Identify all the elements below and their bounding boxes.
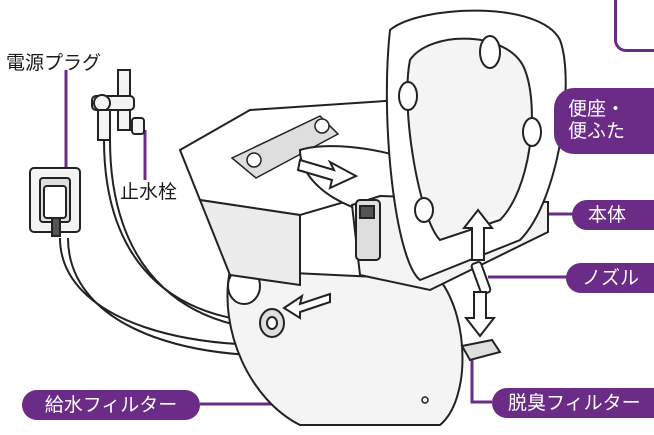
badge-deodorizer-filter: 脱臭フィルター (492, 388, 654, 418)
toilet-lid (385, 9, 567, 282)
arrow-deodorizer-down (463, 291, 497, 338)
removed-panel (230, 115, 340, 179)
arrow-body-up (461, 208, 495, 261)
corner-callout-box (614, 0, 654, 52)
arrow-filter-out (282, 292, 331, 320)
badge-nozzle: ノズル (566, 263, 654, 293)
power-plug (43, 185, 67, 237)
drain-mark (421, 396, 429, 404)
arrow-panel-out (296, 158, 359, 190)
badge-body: 本体 (572, 200, 654, 230)
stop-valve (91, 69, 145, 141)
badge-water-filter: 給水フィルター (22, 390, 200, 420)
deodorizer-filter-part (460, 338, 502, 362)
arrows (282, 158, 497, 338)
water-filter-part (259, 308, 285, 338)
leader-deodorizer (470, 360, 492, 404)
badge-seat-lid: 便座・ 便ふた (554, 88, 654, 154)
label-stop-valve: 止水栓 (120, 181, 178, 203)
badge-seat-lid-line1: 便座・ (568, 98, 626, 121)
badge-seat-lid-line2: 便ふた (568, 120, 626, 142)
label-power-plug: 電源プラグ (6, 52, 102, 74)
